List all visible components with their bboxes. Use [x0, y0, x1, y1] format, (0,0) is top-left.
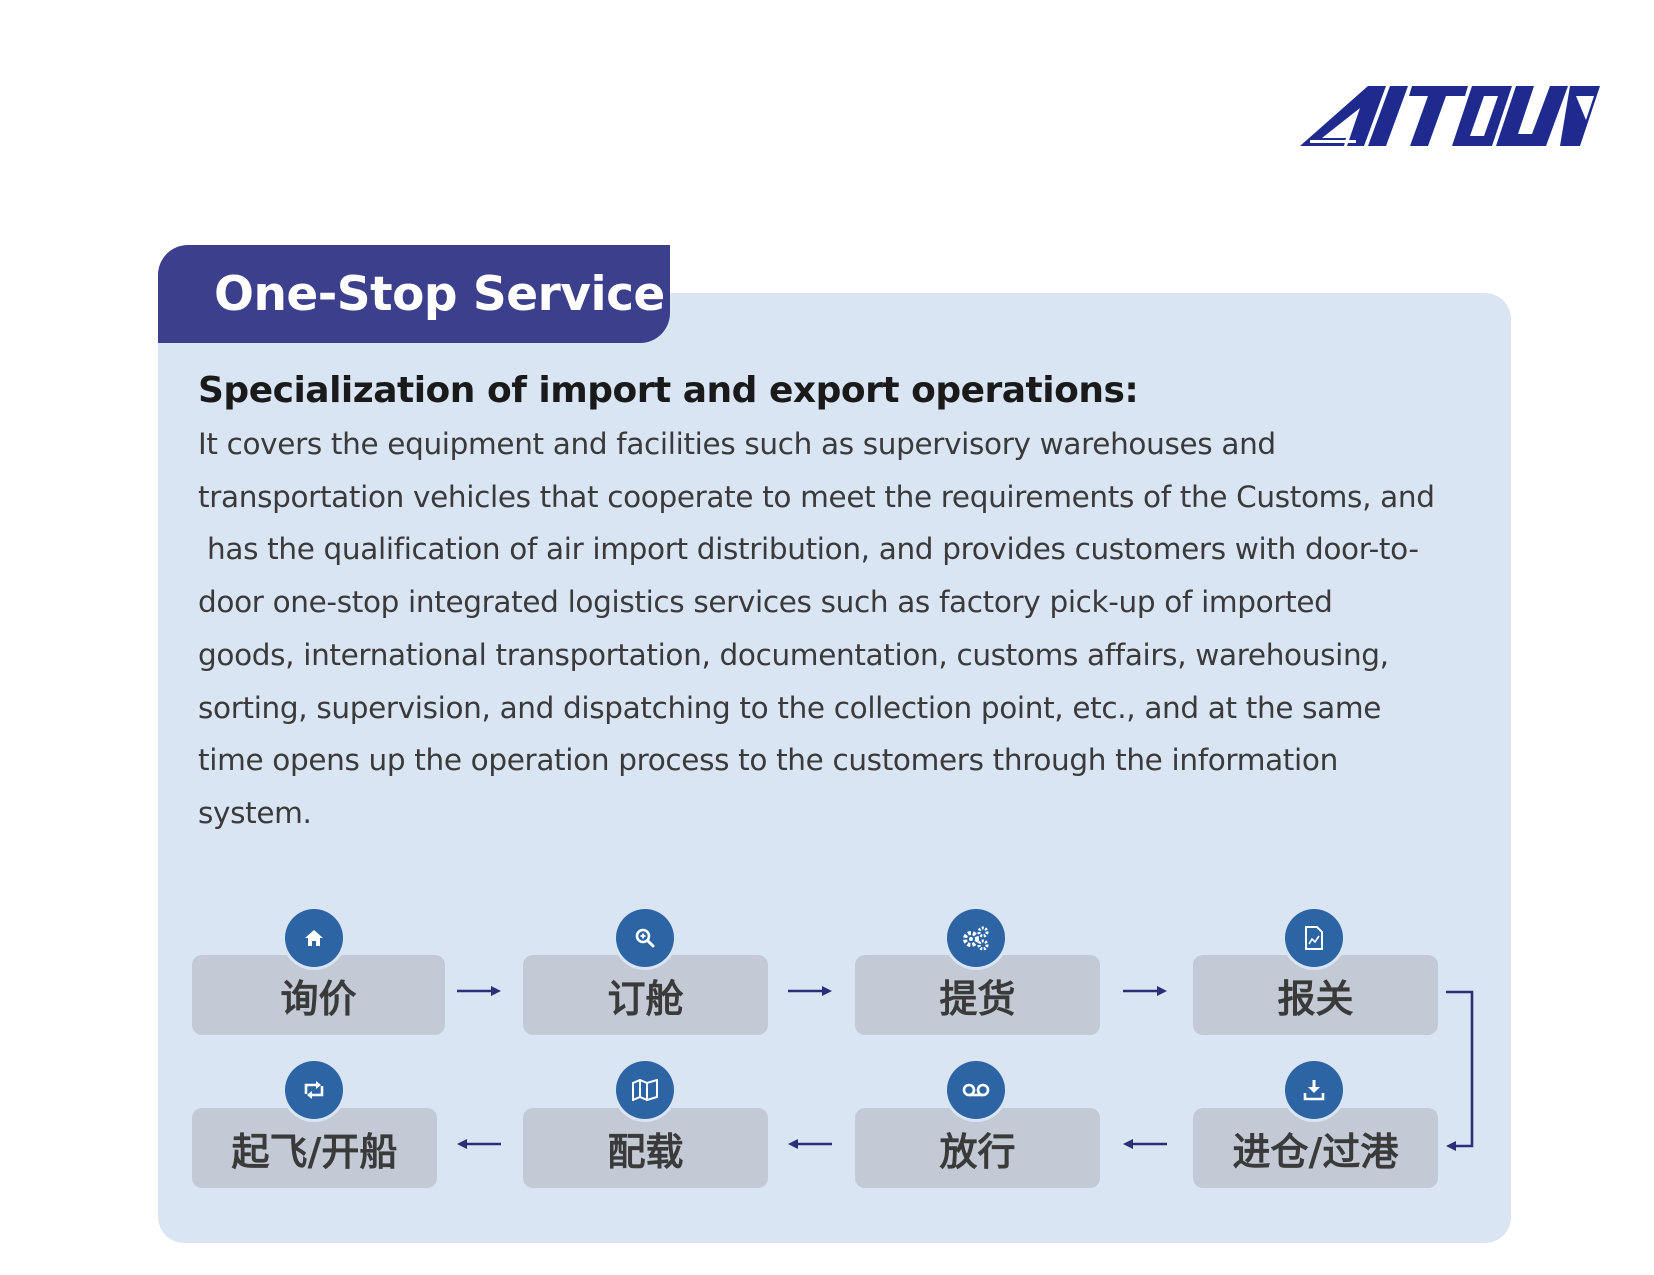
paragraph-line: transportation vehicles that cooperate t…: [198, 479, 1435, 514]
home-icon: [285, 909, 343, 967]
arrow-left: [457, 1139, 501, 1149]
step-stowage: 配载: [523, 1108, 768, 1188]
step-label: 订舱: [607, 976, 684, 1021]
subtitle: Specialization of import and export oper…: [198, 370, 1139, 411]
arrow-left: [1123, 1139, 1167, 1149]
step-booking: 订舱: [523, 955, 768, 1035]
retweet-icon: [285, 1061, 343, 1119]
arrow-right: [457, 986, 501, 996]
arrow-right: [1123, 986, 1167, 996]
arrow-left: [788, 1139, 832, 1149]
bracket-connector: [1446, 990, 1474, 1151]
gears-icon: [947, 909, 1005, 967]
description-paragraph: It covers the equipment and facilities s…: [198, 418, 1498, 840]
paragraph-line: sorting, supervision, and dispatching to…: [198, 690, 1382, 725]
map-icon: [616, 1061, 674, 1119]
step-label: 提货: [939, 976, 1016, 1021]
section-title: One-Stop Service: [214, 266, 665, 322]
paragraph-line: goods, international transportation, doc…: [198, 637, 1389, 672]
step-label: 报关: [1277, 976, 1354, 1021]
aitoun-logo: [1300, 86, 1600, 146]
step-release: 放行: [855, 1108, 1100, 1188]
step-warehouse-transit: 进仓/过港: [1193, 1108, 1438, 1188]
step-label: 起飞/开船: [231, 1129, 398, 1174]
paragraph-line: time opens up the operation process to t…: [198, 743, 1338, 778]
arrow-right: [788, 986, 832, 996]
paragraph-line: has the qualification of air import dist…: [198, 532, 1419, 567]
step-label: 配载: [607, 1129, 684, 1174]
step-pickup: 提货: [855, 955, 1100, 1035]
paragraph-line: It covers the equipment and facilities s…: [198, 427, 1276, 461]
paragraph-line: system.: [198, 795, 312, 830]
download-tray-icon: [1285, 1061, 1343, 1119]
step-label: 进仓/过港: [1232, 1129, 1399, 1174]
step-inquiry: 询价: [192, 955, 445, 1035]
paragraph-line: door one-stop integrated logistics servi…: [198, 585, 1333, 620]
document-chart-icon: [1285, 909, 1343, 967]
voicemail-icon: [947, 1061, 1005, 1119]
section-tab: One-Stop Service: [158, 245, 670, 343]
step-label: 放行: [939, 1129, 1016, 1174]
search-icon: [616, 909, 674, 967]
step-customs-declaration: 报关: [1193, 955, 1438, 1035]
step-departure: 起飞/开船: [192, 1108, 437, 1188]
step-label: 询价: [280, 976, 357, 1021]
